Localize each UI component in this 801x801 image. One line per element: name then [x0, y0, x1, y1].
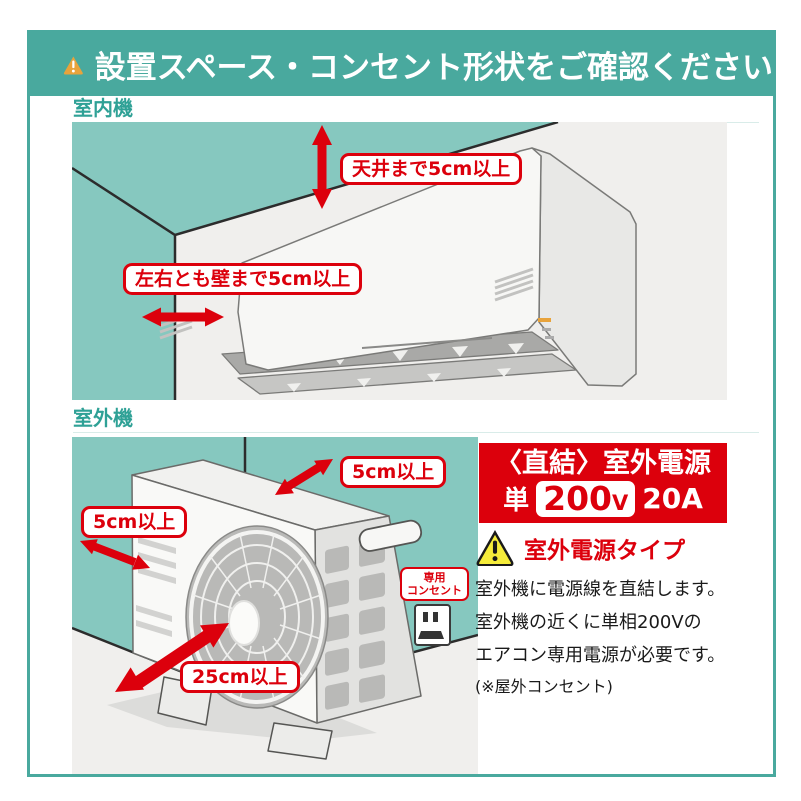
front-clearance-arrow — [115, 623, 229, 692]
page-title: 設置スペース・コンセント形状をご確認ください — [94, 50, 773, 86]
power-description-line: エアコン専用電源が必要です。 — [475, 645, 726, 666]
outdoor-illustration: 5cm以上 5cm以上 25cm以上 専用 コンセント — [72, 437, 478, 774]
power-type-row: 室外電源タイプ — [475, 530, 685, 566]
outlet-icon — [414, 604, 451, 646]
ceiling-clearance-arrow — [312, 125, 332, 209]
outdoor-scene — [72, 437, 478, 774]
power-panel: 〈直結〉室外電源 単 200 V 20A — [479, 443, 727, 523]
power-type-title: 室外電源タイプ — [524, 538, 685, 564]
outdoor-section-header: 室外機 — [73, 406, 759, 433]
left-clearance-arrow — [80, 539, 150, 570]
indicator-leds — [538, 318, 554, 339]
power-spec: 単 200 V 20A — [503, 480, 703, 517]
side-clearance-label: 左右とも壁まで5cm以上 — [123, 263, 363, 295]
indoor-section-header: 室内機 — [73, 96, 759, 123]
voltage-badge: 200 V — [536, 478, 636, 518]
indoor-section-label: 室内機 — [73, 96, 133, 120]
power-description-line: 室外機に電源線を直結します。 — [475, 579, 726, 600]
front-vents — [136, 537, 176, 637]
indoor-illustration: 天井まで5cm以上 左右とも壁まで5cm以上 — [72, 122, 727, 400]
ceiling-clearance-label: 天井まで5cm以上 — [340, 153, 523, 185]
power-description-line: 室外機の近くに単相200Vの — [475, 612, 702, 633]
unit-handle — [358, 519, 423, 552]
voltage-unit: V — [612, 490, 629, 515]
power-title: 〈直結〉室外電源 — [495, 448, 711, 479]
left-clearance-label: 5cm以上 — [81, 506, 188, 538]
dedicated-outlet-label: 専用 コンセント — [400, 567, 469, 601]
outdoor-section-label: 室外機 — [73, 406, 133, 430]
content-area: 室内機 — [30, 96, 773, 774]
top-clearance-arrow — [275, 459, 333, 495]
indoor-unit-front — [237, 147, 542, 371]
front-clearance-label: 25cm以上 — [180, 661, 300, 693]
top-clearance-label: 5cm以上 — [340, 456, 447, 488]
unit-foot-right — [267, 722, 333, 760]
power-type-warning-icon — [476, 530, 514, 566]
amperage-label: 20A — [642, 482, 703, 515]
main-frame: 設置スペース・コンセント形状をご確認ください 室内機 — [27, 30, 776, 777]
power-description: 室外機に電源線を直結します。 室外機の近くに単相200Vの エアコン専用電源が必… — [475, 573, 753, 702]
side-clearance-arrow — [142, 307, 224, 327]
header: 設置スペース・コンセント形状をご確認ください — [30, 33, 773, 96]
voltage-value: 200 — [543, 478, 612, 518]
phase-label: 単 — [503, 486, 530, 516]
power-description-note: (※屋外コンセント) — [475, 677, 613, 696]
warning-triangle-icon — [63, 55, 83, 74]
indoor-unit — [159, 147, 637, 395]
